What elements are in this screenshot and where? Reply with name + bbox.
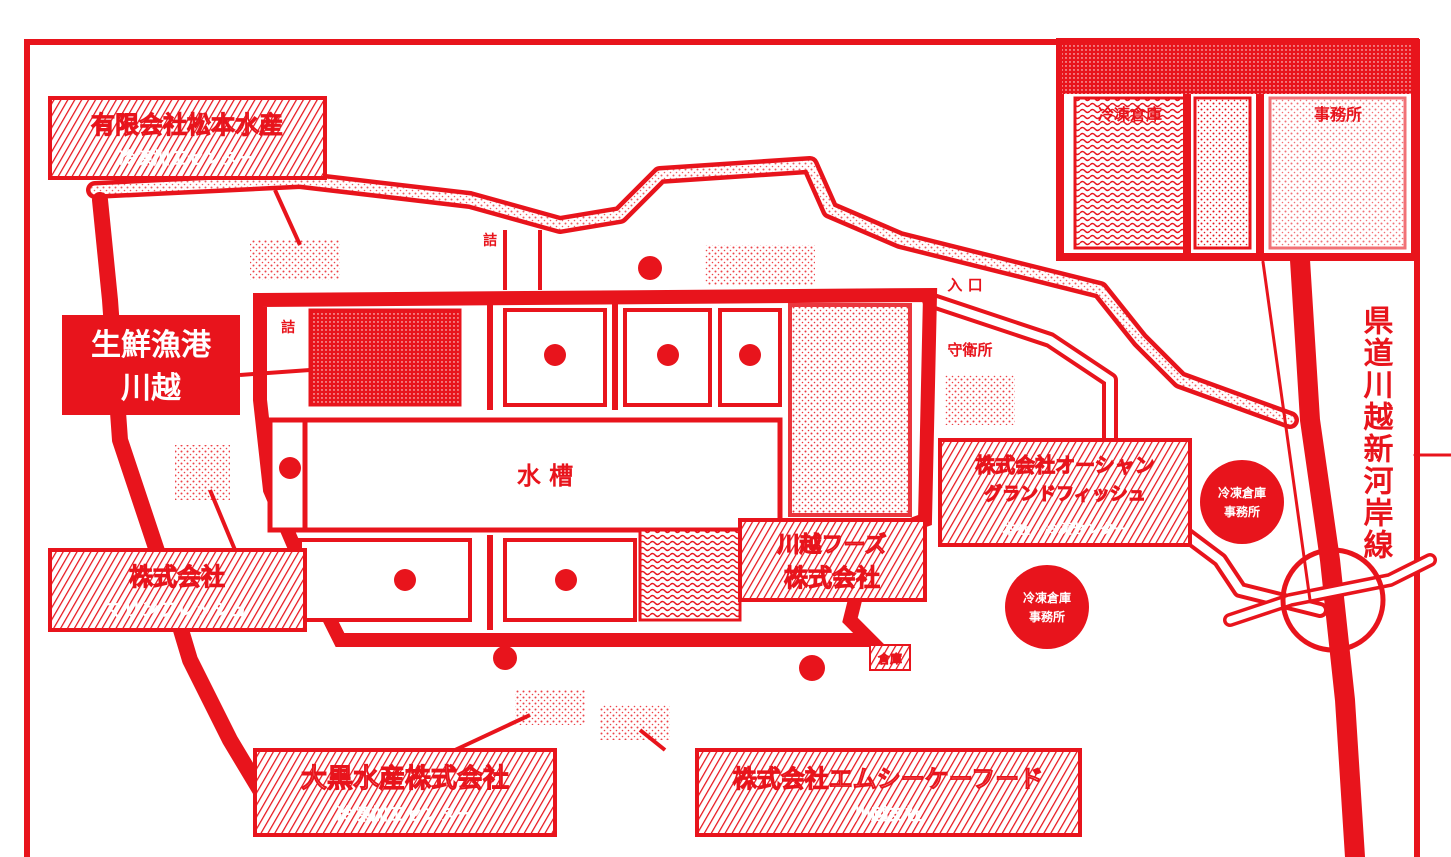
water-tank-label: 水 槽 bbox=[517, 462, 573, 490]
svg-text:株式会社エムシーケーフード: 株式会社エムシーケーフード bbox=[733, 765, 1044, 793]
svg-text:株式会社: 株式会社 bbox=[129, 563, 225, 591]
svg-text:川越フーズ: 川越フーズ bbox=[777, 532, 887, 558]
svg-text:マリンフレッシュ: マリンフレッシュ bbox=[105, 600, 248, 621]
svg-text:冷凍加工センター: 冷凍加工センター bbox=[337, 804, 473, 825]
svg-text:事務所: 事務所 bbox=[1224, 504, 1260, 519]
fresh-market-label[interactable]: 生鮮漁港 川越 bbox=[62, 315, 240, 415]
svg-text:生鮮漁港: 生鮮漁港 bbox=[91, 328, 212, 363]
svg-text:冷凍倉庫: 冷凍倉庫 bbox=[1023, 590, 1071, 605]
inset-label-2: 事務所 bbox=[1314, 105, 1362, 124]
intersection-marker bbox=[1280, 547, 1386, 653]
market-building bbox=[253, 287, 938, 647]
company-box-top-left[interactable]: 有限会社松本水産 冷凍加工センター bbox=[48, 96, 327, 180]
svg-text:冷凍加工センター: 冷凍加工センター bbox=[119, 148, 255, 169]
svg-text:事務所: 事務所 bbox=[1029, 609, 1065, 624]
parking-areas bbox=[175, 240, 1015, 740]
svg-text:グランドフィッシュ: グランドフィッシュ bbox=[984, 483, 1146, 505]
map-frame bbox=[24, 39, 1420, 857]
svg-text:川越支社: 川越支社 bbox=[853, 804, 922, 825]
svg-text:本社・冷凍センター: 本社・冷凍センター bbox=[1002, 521, 1128, 538]
road-name-label: 県道川越新河岸線 bbox=[1358, 305, 1394, 561]
circle-badge-1[interactable]: 冷凍倉庫 事務所 bbox=[1005, 565, 1089, 649]
stall-markers bbox=[279, 256, 825, 681]
inner-marker: 詰 bbox=[281, 319, 295, 336]
upper-marker: 詰 bbox=[483, 232, 497, 249]
entrance-label: 入 口 bbox=[947, 276, 982, 294]
company-box-bottom-right[interactable]: 株式会社エムシーケーフード 川越支社 bbox=[695, 748, 1082, 837]
svg-text:川越: 川越 bbox=[121, 371, 182, 406]
inset-label-1: 冷凍倉庫 bbox=[1098, 105, 1162, 124]
company-box-left[interactable]: 株式会社 マリンフレッシュ bbox=[48, 548, 307, 632]
circle-badge-2[interactable]: 冷凍倉庫 事務所 bbox=[1200, 460, 1284, 544]
svg-text:株式会社オーシャン: 株式会社オーシャン bbox=[975, 453, 1155, 477]
svg-text:倉庫: 倉庫 bbox=[877, 651, 902, 666]
svg-text:大黒水産株式会社: 大黒水産株式会社 bbox=[301, 763, 509, 794]
svg-text:冷凍倉庫: 冷凍倉庫 bbox=[1218, 485, 1266, 500]
company-box-bottom-left[interactable]: 大黒水産株式会社 冷凍加工センター bbox=[253, 748, 557, 837]
svg-text:株式会社: 株式会社 bbox=[784, 564, 880, 592]
company-box-center[interactable]: 川越フーズ 株式会社 bbox=[738, 518, 927, 602]
guard-house-label: 守衛所 bbox=[947, 341, 992, 359]
inset-panel: 冷凍倉庫 事務所 bbox=[1056, 38, 1419, 261]
svg-text:有限会社松本水産: 有限会社松本水産 bbox=[91, 111, 283, 139]
company-box-right[interactable]: 株式会社オーシャン グランドフィッシュ 本社・冷凍センター bbox=[938, 438, 1192, 547]
small-box: 倉庫 bbox=[869, 644, 911, 671]
